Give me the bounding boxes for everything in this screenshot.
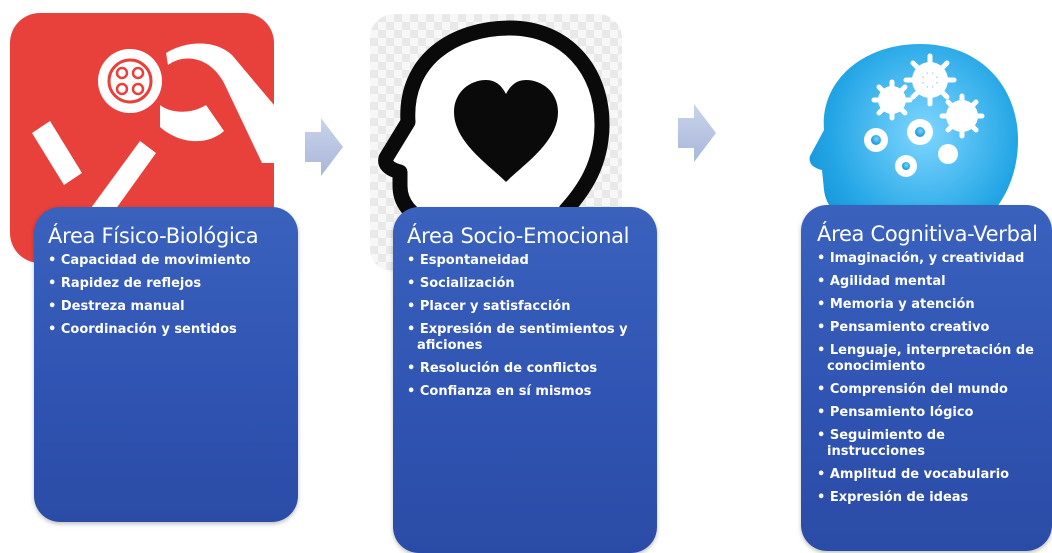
list-item: Pensamiento lógico: [817, 405, 1046, 421]
list-item: Capacidad de movimiento: [48, 253, 286, 269]
list-item: Comprensión del mundo: [817, 382, 1046, 398]
item-list: Espontaneidad Socialización Placer y sat…: [407, 253, 645, 400]
list-item: Amplitud de vocabulario: [817, 467, 1046, 483]
list-item: Resolución de conflictos: [407, 361, 645, 377]
item-list: Imaginación, y creatividad Agilidad ment…: [817, 251, 1046, 506]
arrow-right-icon: [305, 118, 343, 176]
card-title: Área Socio-Emocional: [407, 224, 630, 248]
area-card-socio-emocional: Área Socio-Emocional Espontaneidad Socia…: [393, 207, 657, 553]
list-item: Placer y satisfacción: [407, 299, 645, 315]
list-item: Agilidad mental: [817, 274, 1046, 290]
list-item: Memoria y atención: [817, 297, 1046, 313]
list-item: Lenguaje, interpretación de conocimiento: [817, 343, 1046, 375]
card-title: Área Cognitiva-Verbal: [817, 222, 1038, 246]
card-title: Área Físico-Biológica: [48, 224, 259, 248]
area-card-cognitiva-verbal: Área Cognitiva-Verbal Imaginación, y cre…: [801, 205, 1052, 551]
list-item: Espontaneidad: [407, 253, 645, 269]
list-item: Seguimiento de instrucciones: [817, 428, 1046, 460]
arrow-right-icon: [678, 104, 716, 162]
list-item: Rapidez de reflejos: [48, 276, 286, 292]
list-item: Confianza en sí mismos: [407, 384, 645, 400]
list-item: Pensamiento creativo: [817, 320, 1046, 336]
area-card-fisico-biologica: Área Físico-Biológica Capacidad de movim…: [34, 207, 298, 522]
list-item: Expresión de ideas: [817, 490, 1046, 506]
list-item: Coordinación y sentidos: [48, 322, 286, 338]
list-item: Imaginación, y creatividad: [817, 251, 1046, 267]
list-item: Socialización: [407, 276, 645, 292]
list-item: Expresión de sentimientos y aficiones: [407, 322, 645, 354]
list-item: Destreza manual: [48, 299, 286, 315]
item-list: Capacidad de movimiento Rapidez de refle…: [48, 253, 286, 338]
